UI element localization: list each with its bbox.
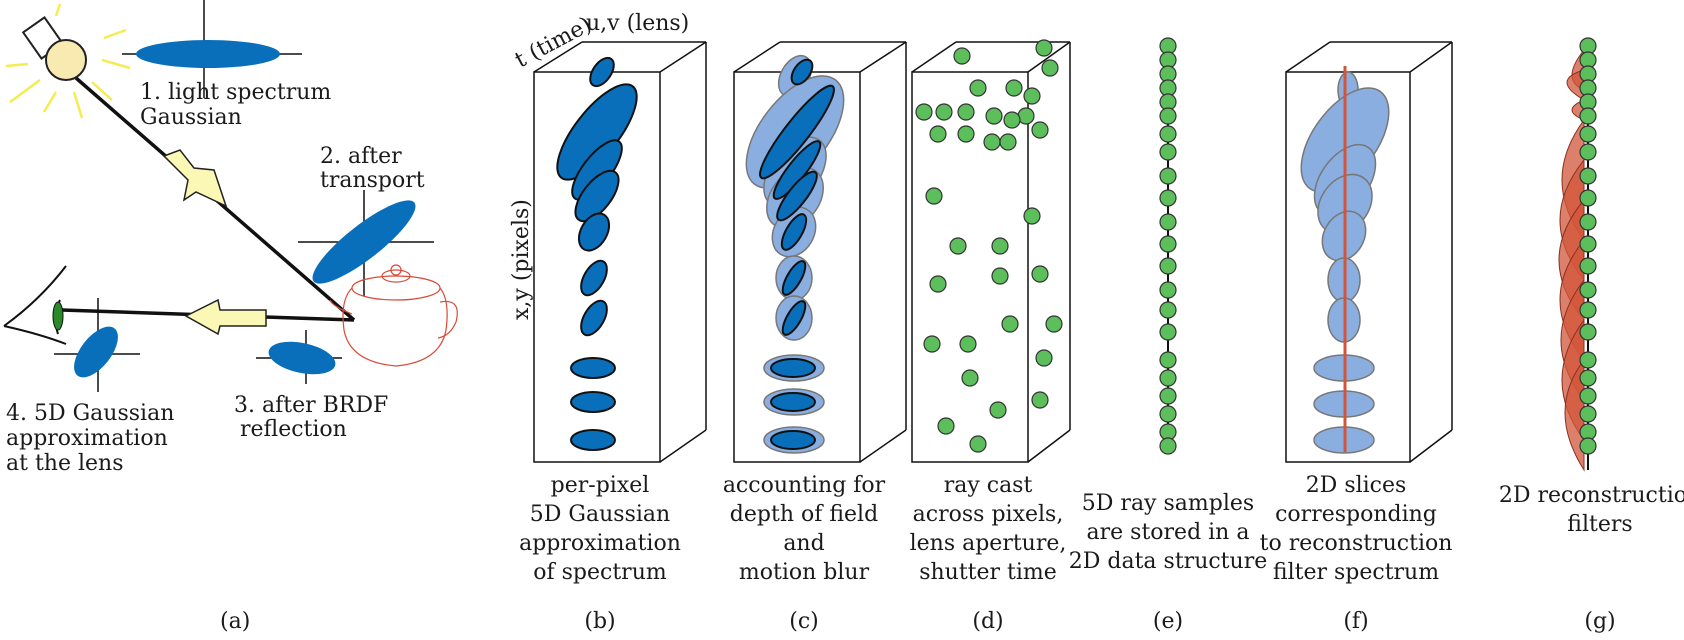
caption-g-line-2: filters xyxy=(1567,512,1632,537)
arrow-yellow-1 xyxy=(162,149,228,208)
label-2-line-1: 2. after xyxy=(320,144,402,169)
caption-e-line-2: are stored in a xyxy=(1087,520,1250,545)
label-2-line-2: transport xyxy=(320,168,425,193)
axis-label-pixels: x,y (pixels) xyxy=(509,199,534,320)
label-4-line-2: approximation xyxy=(6,426,168,451)
caption-g-line-1: 2D reconstruction xyxy=(1499,483,1684,508)
sub-label-a: (a) xyxy=(220,609,250,634)
caption-d-line-3: lens aperture, xyxy=(910,531,1067,556)
caption-f-line-1: 2D slices xyxy=(1306,473,1407,498)
gaussian-4 xyxy=(54,298,140,392)
label-3-line-2: reflection xyxy=(240,417,347,442)
caption-c-line-2: depth of field xyxy=(730,502,878,527)
caption-e-line-3: 2D data structure xyxy=(1069,549,1267,574)
label-3-line-1: 3. after BRDF xyxy=(234,393,388,418)
gaussian-2 xyxy=(298,190,434,296)
box-b xyxy=(533,41,707,463)
caption-f-line-4: filter spectrum xyxy=(1273,560,1439,585)
gaussians-c xyxy=(759,58,835,450)
sub-label-c: (c) xyxy=(789,609,819,634)
axis-label-time: t (time) xyxy=(511,12,596,73)
caption-b-line-1: per-pixel xyxy=(551,473,650,498)
filters-g xyxy=(1558,48,1585,472)
box-d xyxy=(911,41,1071,463)
caption-c-line-1: accounting for xyxy=(723,473,886,498)
caption-b-line-3: approximation xyxy=(519,531,681,556)
label-4-line-1: 4. 5D Gaussian xyxy=(6,401,174,426)
caption-c-line-4: motion blur xyxy=(739,560,870,585)
caption-d-line-2: across pixels, xyxy=(913,502,1064,527)
caption-f-line-2: corresponding xyxy=(1275,502,1437,527)
label-4-line-3: at the lens xyxy=(6,451,124,476)
sub-label-b: (b) xyxy=(584,609,615,634)
caption-e-line-1: 5D ray samples xyxy=(1082,491,1254,516)
sub-label-g: (g) xyxy=(1584,609,1615,634)
gaussian-3 xyxy=(256,330,342,384)
arrow-yellow-2 xyxy=(184,298,267,336)
label-1-line-1: 1. light spectrum xyxy=(140,80,331,105)
caption-c-line-3: and xyxy=(783,531,824,556)
sub-label-f: (f) xyxy=(1343,609,1368,634)
eye-icon xyxy=(3,265,67,345)
gaussians-b xyxy=(556,56,638,451)
label-1-line-2: Gaussian xyxy=(140,105,242,130)
teapot-icon xyxy=(329,264,458,367)
light-bulb-icon xyxy=(5,3,131,119)
ray-samples-e xyxy=(1159,37,1177,455)
ray-samples-d xyxy=(915,39,1063,453)
caption-d-line-1: ray cast xyxy=(944,473,1033,498)
panel-a: 1. light spectrum Gaussian 2. after tran… xyxy=(3,0,458,634)
caption-d-line-4: shutter time xyxy=(919,560,1057,585)
ray-samples-g xyxy=(1579,37,1597,470)
sub-label-e: (e) xyxy=(1153,609,1183,634)
sub-label-d: (d) xyxy=(972,609,1003,634)
gaussian-1 xyxy=(122,0,302,98)
caption-b-line-4: of spectrum xyxy=(533,560,667,585)
caption-b-line-2: 5D Gaussian xyxy=(530,502,670,527)
caption-f-line-3: to reconstruction xyxy=(1260,531,1453,556)
axis-label-lens: u,v (lens) xyxy=(586,11,689,36)
